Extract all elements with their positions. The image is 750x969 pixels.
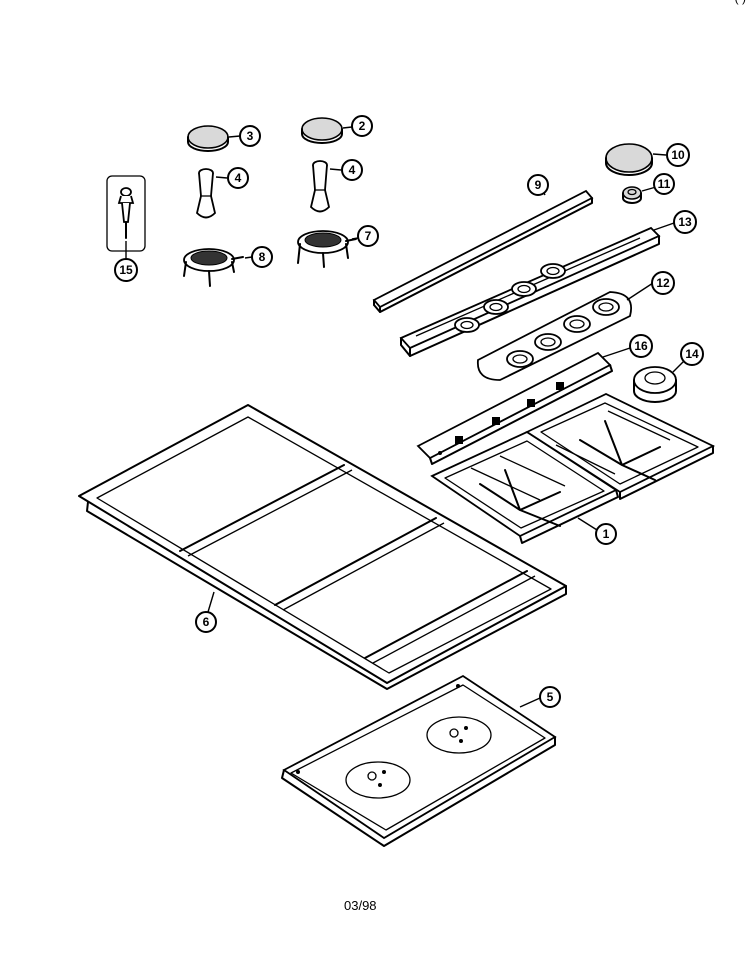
callout-7: 7 [357,225,379,247]
leader-lines [125,126,686,708]
callout-4-right: 4 [341,159,363,181]
svg-text:1: 1 [603,527,610,541]
callout-13: 13 [673,210,697,234]
svg-text:14: 14 [685,347,699,361]
burner-base-left [183,248,244,287]
svg-text:7: 7 [365,229,372,243]
burner-grates [430,393,716,544]
cooktop-frame [78,404,567,690]
svg-text:2: 2 [359,119,366,133]
svg-text:8: 8 [259,250,266,264]
bezel-plate [477,291,632,381]
callout-11: 11 [653,173,675,195]
svg-text:5: 5 [547,690,554,704]
svg-text:16: 16 [634,339,648,353]
burner-head-left [196,168,216,219]
svg-text:15: 15 [119,263,133,277]
control-knob [605,143,653,176]
callout-10: 10 [666,143,690,167]
callout-1: 1 [595,523,617,545]
trim-strip [372,189,594,313]
callout-8: 8 [251,246,273,268]
grommet [633,366,677,403]
drip-tray [281,674,557,847]
callout-15: 15 [114,258,138,282]
svg-text:4: 4 [235,171,242,185]
svg-text:13: 13 [678,215,692,229]
svg-text:4: 4 [349,163,356,177]
panel-holes [454,263,566,333]
burner-base-right [297,230,357,268]
callout-4-left: 4 [227,167,249,189]
igniter [106,175,146,252]
callout-9: 9 [527,174,549,196]
callout-3: 3 [239,125,261,147]
burner-cap-right [301,117,343,144]
svg-text:9: 9 [535,178,542,192]
burner-head-right [310,160,330,213]
knob-insert [622,186,642,204]
callout-12: 12 [651,271,675,295]
callout-14: 14 [680,342,704,366]
svg-text:6: 6 [203,615,210,629]
callout-6: 6 [195,611,217,633]
callout-16: 16 [629,334,653,358]
manifold-bracket [416,351,613,465]
footer-date: 03/98 [344,898,377,913]
callout-2: 2 [351,115,373,137]
callout-5: 5 [539,686,561,708]
svg-text:12: 12 [656,276,670,290]
svg-text:3: 3 [247,129,254,143]
svg-text:11: 11 [658,177,671,191]
svg-text:10: 10 [671,148,685,162]
burner-cap-left [187,125,229,152]
corner-text: ( ) [735,0,746,5]
